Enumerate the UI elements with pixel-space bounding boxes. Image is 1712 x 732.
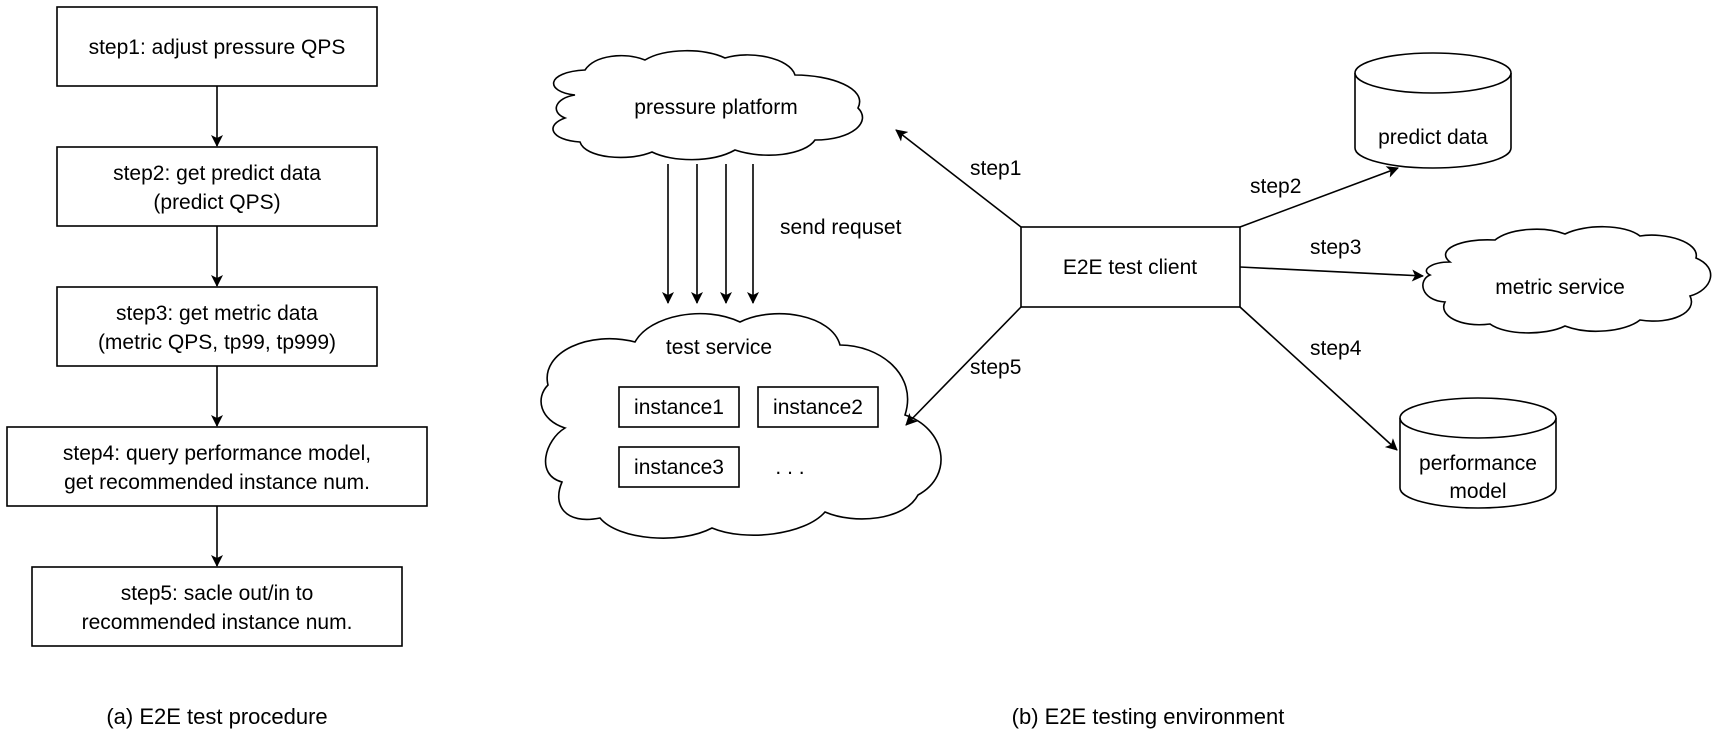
performance-model-label-2: model xyxy=(1449,480,1506,503)
predict-data-label: predict data xyxy=(1378,126,1488,149)
step3-label: step3: get metric data xyxy=(116,302,318,325)
edge-step3-label: step3 xyxy=(1310,236,1361,259)
step4-sublabel: get recommended instance num. xyxy=(64,471,370,494)
environment-caption: (b) E2E testing environment xyxy=(1012,704,1285,729)
step5-label: step5: sacle out/in to xyxy=(121,582,314,605)
instance1-label: instance1 xyxy=(634,396,724,419)
step3-sublabel: (metric QPS, tp99, tp999) xyxy=(98,331,336,354)
step2-label: step2: get predict data xyxy=(113,162,321,185)
pressure-platform-label: pressure platform xyxy=(634,96,797,119)
step4-label: step4: query performance model, xyxy=(63,442,371,465)
edge-step2-label: step2 xyxy=(1250,175,1301,198)
instance3-label: instance3 xyxy=(634,456,724,479)
step1-box xyxy=(56,6,378,87)
e2e-test-client-box xyxy=(1020,226,1241,308)
metric-service-cloud xyxy=(1422,225,1712,334)
edge-step1-label: step1 xyxy=(970,157,1021,180)
metric-service-label: metric service xyxy=(1495,276,1625,299)
instance2-box xyxy=(757,386,879,428)
instance3-box xyxy=(618,446,740,488)
step4-box xyxy=(6,426,428,507)
pressure-platform-cloud xyxy=(552,49,864,161)
step1-label: step1: adjust pressure QPS xyxy=(89,36,346,59)
edge-step5-label: step5 xyxy=(970,356,1021,379)
edge-step4-label: step4 xyxy=(1310,337,1362,360)
performance-model-label-1: performance xyxy=(1419,452,1537,475)
step2-sublabel: (predict QPS) xyxy=(153,191,280,214)
performance-model-cylinder xyxy=(1399,397,1557,509)
step5-box xyxy=(31,566,403,647)
edge-step4 xyxy=(1239,306,1398,451)
edge-step3 xyxy=(1239,266,1424,282)
send-request-label: send requset xyxy=(780,216,902,239)
instances-ellipsis: . . . xyxy=(775,456,804,479)
environment-diagram: pressure platform send requset test serv… xyxy=(540,49,1712,729)
edge-step1 xyxy=(895,129,1022,228)
predict-data-cylinder xyxy=(1354,52,1512,169)
step3-box xyxy=(56,286,378,367)
edge-step5 xyxy=(905,306,1022,426)
instance1-box xyxy=(618,386,740,428)
test-service-label: test service xyxy=(666,336,772,359)
edge-step2 xyxy=(1239,166,1399,228)
procedure-flow: step1: adjust pressure QPS step2: get pr… xyxy=(6,6,428,729)
procedure-caption: (a) E2E test procedure xyxy=(106,704,327,729)
step5-sublabel: recommended instance num. xyxy=(82,611,353,634)
e2e-test-client-label: E2E test client xyxy=(1063,256,1197,279)
instance2-label: instance2 xyxy=(773,396,863,419)
step2-box xyxy=(56,146,378,227)
